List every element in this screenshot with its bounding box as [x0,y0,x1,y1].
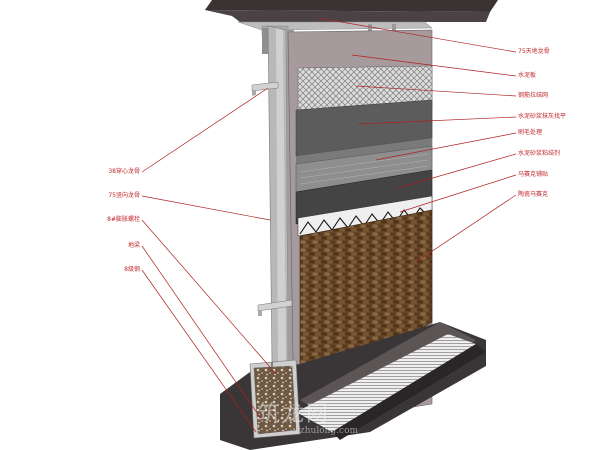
label-roughened-layer: 刷毛处理 [518,129,543,136]
label-vertical-stud: 75竖向龙骨 [108,192,140,199]
leader-lines-right [317,17,517,263]
label-expansion-bolt: 8#膨胀螺栓 [107,216,140,223]
plaster-edge [296,138,432,164]
watermark-url: zhulong.com [300,426,359,436]
label-ceramic-mosaic: 陶瓷马赛克 [518,191,549,198]
roughened-texture [299,153,429,185]
watermark-logo: 筑龙网 [258,402,331,427]
label-rebar: 8级钢 [124,266,140,273]
label-wire-mesh: 钢筋拉结网 [518,92,549,99]
ceramic-mosaic [299,209,433,401]
label-mosaic-laying: 马赛克铺贴 [518,171,549,178]
ceiling-slab [205,0,498,22]
label-top-track: 75天地龙骨 [518,48,550,55]
bottom-track [249,359,301,439]
label-plaster-layer: 水泥砂浆抹灰找平 [518,113,567,120]
label-ground-beam: 地梁 [127,242,140,249]
label-channel-stud: 38穿心龙骨 [108,168,140,175]
label-cement-board: 水泥板 [518,72,537,79]
base-beam [220,322,486,450]
leader-lines-left [141,87,277,433]
channel-brackets [251,81,293,316]
label-adhesive-layer: 水泥砂浆粘结剂 [518,150,561,157]
